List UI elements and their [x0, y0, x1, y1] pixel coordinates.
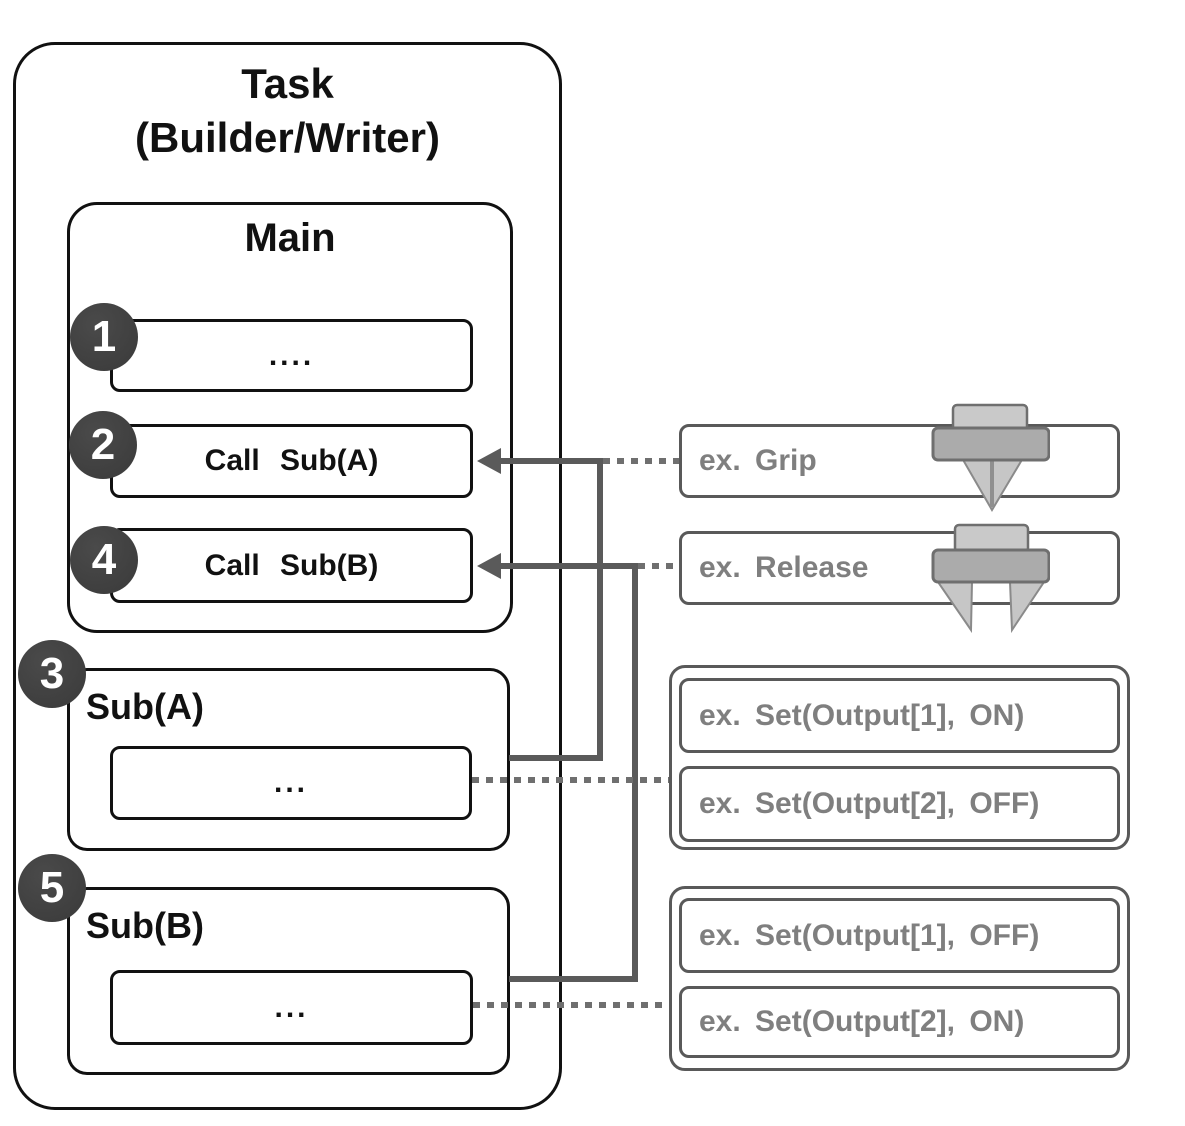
sub-a-action-2-box: ex. Set(Output[2], OFF) — [679, 766, 1120, 842]
example-grip-box: ex. Grip — [679, 424, 1120, 498]
main-title: Main — [244, 216, 336, 260]
sub-b-action-1-label: ex. Set(Output[1], OFF) — [699, 918, 1040, 952]
step-badge-3: 3 — [18, 640, 86, 708]
sub-b-body-box: ... — [110, 970, 473, 1045]
sub-a-action-2-label: ex. Set(Output[2], OFF) — [699, 787, 1040, 820]
arrowhead-into-call-sub-a — [477, 448, 501, 474]
sub-b-title: Sub(B) — [86, 905, 204, 946]
main-step-3-label: Call Sub(B) — [204, 548, 379, 582]
step-badge-5: 5 — [18, 854, 86, 922]
sub-a-action-1-label: ex. Set(Output[1], ON) — [699, 698, 1025, 732]
step-badge-1: 1 — [70, 303, 138, 371]
connector-sub-b-vertical — [632, 563, 638, 982]
dotted-link-sub-b-actions — [473, 1002, 669, 1008]
connector-sub-a-horizontal-bottom — [509, 755, 603, 761]
task-title-line1: Task — [241, 60, 334, 107]
sub-b-action-2-box: ex. Set(Output[2], ON) — [679, 986, 1120, 1058]
sub-b-body-label: ... — [274, 990, 309, 1024]
main-step-2-label: Call Sub(A) — [204, 444, 379, 477]
dotted-link-grip — [603, 458, 679, 464]
sub-b-action-1-box: ex. Set(Output[1], OFF) — [679, 898, 1120, 973]
sub-a-action-1-box: ex. Set(Output[1], ON) — [679, 678, 1120, 753]
main-step-1-label: .... — [268, 338, 315, 372]
connector-sub-a-horizontal-top — [499, 458, 603, 464]
example-release-label: ex. Release — [699, 551, 869, 584]
sub-a-title: Sub(A) — [86, 686, 204, 727]
connector-sub-b-horizontal-bottom — [509, 976, 638, 982]
main-step-2-box: Call Sub(A) — [110, 424, 473, 498]
connector-sub-b-horizontal-top — [499, 563, 638, 569]
connector-sub-a-vertical — [597, 458, 603, 761]
step-badge-4: 4 — [70, 526, 138, 594]
main-step-3-box: Call Sub(B) — [110, 528, 473, 603]
dotted-link-sub-a-actions — [472, 777, 669, 783]
sub-a-body-box: ... — [110, 746, 472, 820]
gripper-closed-icon — [931, 403, 1050, 512]
sub-a-body-label: ... — [273, 766, 308, 799]
step-badge-2: 2 — [69, 411, 137, 479]
sub-b-action-2-label: ex. Set(Output[2], ON) — [699, 1005, 1025, 1038]
arrowhead-into-call-sub-b — [477, 553, 501, 579]
example-release-box: ex. Release — [679, 531, 1120, 605]
dotted-link-release — [638, 563, 679, 569]
gripper-open-icon — [931, 523, 1050, 633]
example-grip-label: ex. Grip — [699, 444, 817, 477]
task-title-line2: (Builder/Writer) — [135, 114, 440, 161]
main-step-1-box: .... — [110, 319, 473, 392]
